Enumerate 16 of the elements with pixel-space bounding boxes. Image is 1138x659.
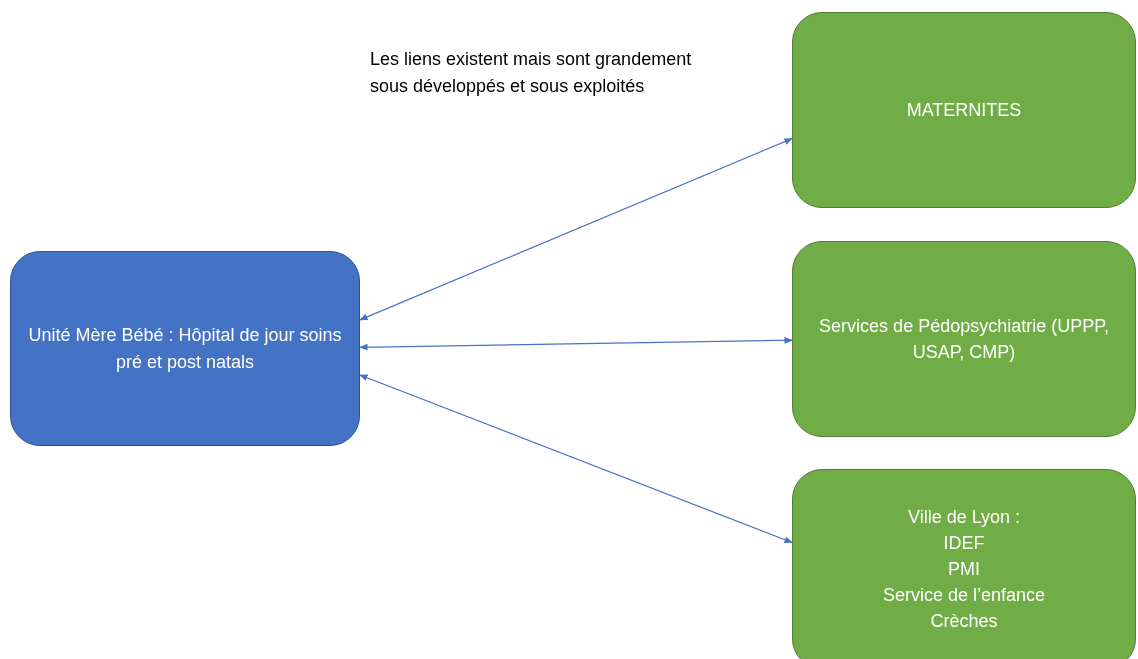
double-arrow (359, 138, 793, 321)
box-text: MATERNITES (906, 98, 1022, 122)
double-arrow (359, 336, 793, 351)
box-text: IDEF (943, 531, 985, 555)
box-text: Services de Pédopsychiatrie (UPPP, USAP, CMP) (818, 314, 1110, 364)
box-text: Ville de Lyon : (907, 505, 1021, 529)
note-text: Les liens existent mais sont grandement sous développés et sous exploités (370, 48, 693, 98)
process-box (10, 251, 360, 446)
box-text: Service de l’enfance (882, 584, 1046, 608)
double-arrow (359, 374, 793, 544)
box-text: Crèches (930, 610, 998, 634)
process-box (792, 12, 1136, 208)
process-box (792, 241, 1136, 437)
box-text: PMI (948, 557, 980, 581)
process-box (792, 469, 1136, 659)
box-text: Unité Mère Bébé : Hôpital de jour soins pré et post natals (27, 324, 343, 374)
